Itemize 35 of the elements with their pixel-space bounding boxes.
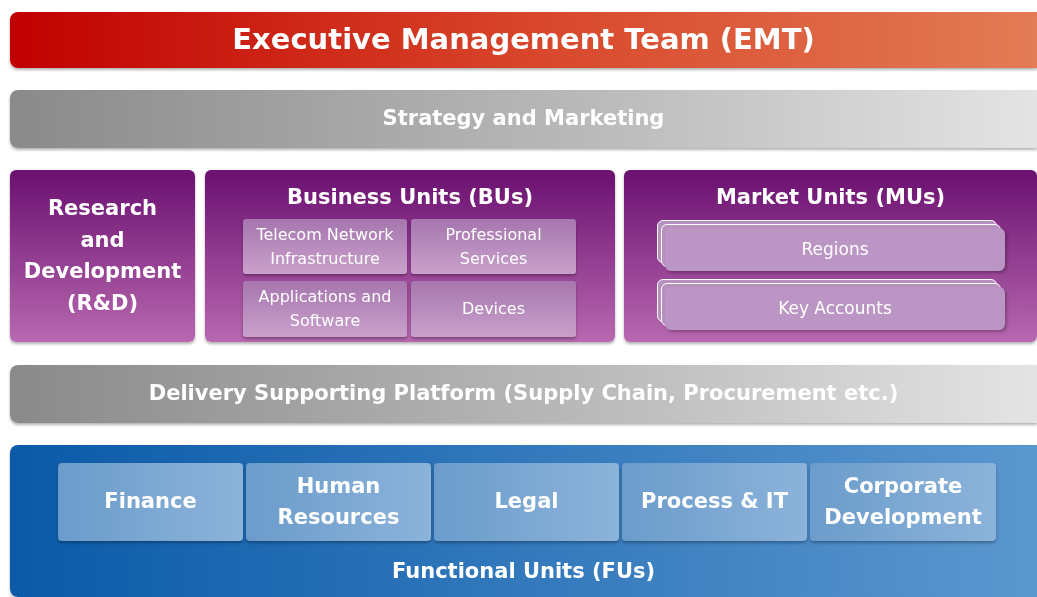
cell-label: Key Accounts [778, 296, 892, 320]
panel-title: Market Units (MUs) [715, 184, 946, 211]
cell-label: Regions [801, 237, 869, 261]
unit-cell [810, 463, 996, 541]
unit-cell [622, 463, 807, 541]
unit-card [665, 287, 1005, 330]
panel-title: Functional Units (FUs) [391, 557, 656, 585]
unit-cell [434, 463, 619, 541]
cell-label: Professional Services [444, 223, 543, 270]
unit-panel [10, 170, 195, 342]
cell-label: Finance [104, 488, 197, 516]
unit-cell [58, 463, 243, 541]
band-title: Strategy and Marketing [382, 105, 665, 133]
unit-cell [411, 219, 576, 274]
cell-label: Legal [494, 488, 559, 516]
platform-band [10, 90, 1037, 148]
unit-cell [243, 281, 407, 337]
band-title: Executive Management Team (EMT) [232, 21, 815, 59]
cell-label: Devices [461, 298, 526, 320]
cell-label: Human Resources [276, 472, 401, 531]
unit-card [665, 228, 1005, 271]
functional-panel [10, 445, 1037, 597]
panel-title: Research and Development (R&D) [23, 195, 182, 317]
cell-label: Telecom Network Infrastructure [255, 223, 395, 270]
unit-panel [624, 170, 1037, 342]
cell-label: Applications and Software [257, 286, 393, 332]
unit-cell [243, 219, 407, 274]
unit-cell [411, 281, 576, 337]
cell-label: Process & IT [641, 488, 788, 516]
unit-panel [205, 170, 615, 342]
cell-label: Corporate Development [823, 472, 983, 531]
unit-cell [246, 463, 431, 541]
panel-title: Business Units (BUs) [287, 184, 533, 211]
platform-band [10, 365, 1037, 423]
header-band [10, 12, 1037, 68]
